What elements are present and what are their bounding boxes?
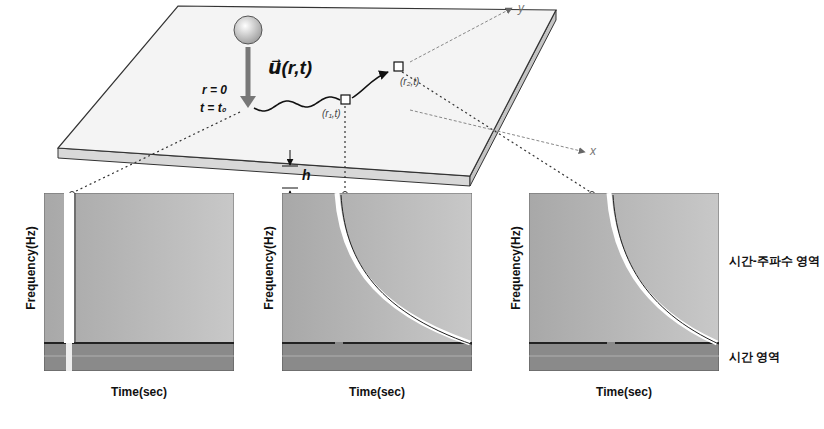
spectrogram-image	[282, 193, 472, 371]
spectrogram-panel: Frequency(Hz) Time(sec)	[507, 193, 719, 408]
axis-label: x	[590, 145, 596, 158]
annotation: r = 0	[202, 84, 227, 97]
domain-label: 시간 영역	[729, 351, 780, 364]
annotation: u⃗(r,t)	[268, 58, 312, 79]
y-axis-label: Frequency(Hz)	[509, 226, 523, 309]
spectrogram-panel: Frequency(Hz) Time(sec)	[260, 193, 472, 408]
spectrogram-panel: Frequency(Hz) Time(sec)	[22, 193, 234, 408]
spectrogram-image	[44, 193, 234, 371]
annotation: (r₂,t)	[400, 76, 419, 87]
annotation: h	[302, 168, 311, 183]
axis-label: y	[518, 2, 524, 15]
y-axis-label: Frequency(Hz)	[262, 226, 276, 309]
y-axis-label: Frequency(Hz)	[24, 226, 38, 309]
annotation: t = t₀	[200, 102, 226, 115]
annotation: (r₁,t)	[322, 108, 341, 119]
domain-label: 시간-주파수 영역	[729, 255, 820, 268]
x-axis-label: Time(sec)	[111, 385, 167, 399]
x-axis-label: Time(sec)	[349, 385, 405, 399]
spectrogram-image	[529, 193, 719, 371]
x-axis-label: Time(sec)	[596, 385, 652, 399]
